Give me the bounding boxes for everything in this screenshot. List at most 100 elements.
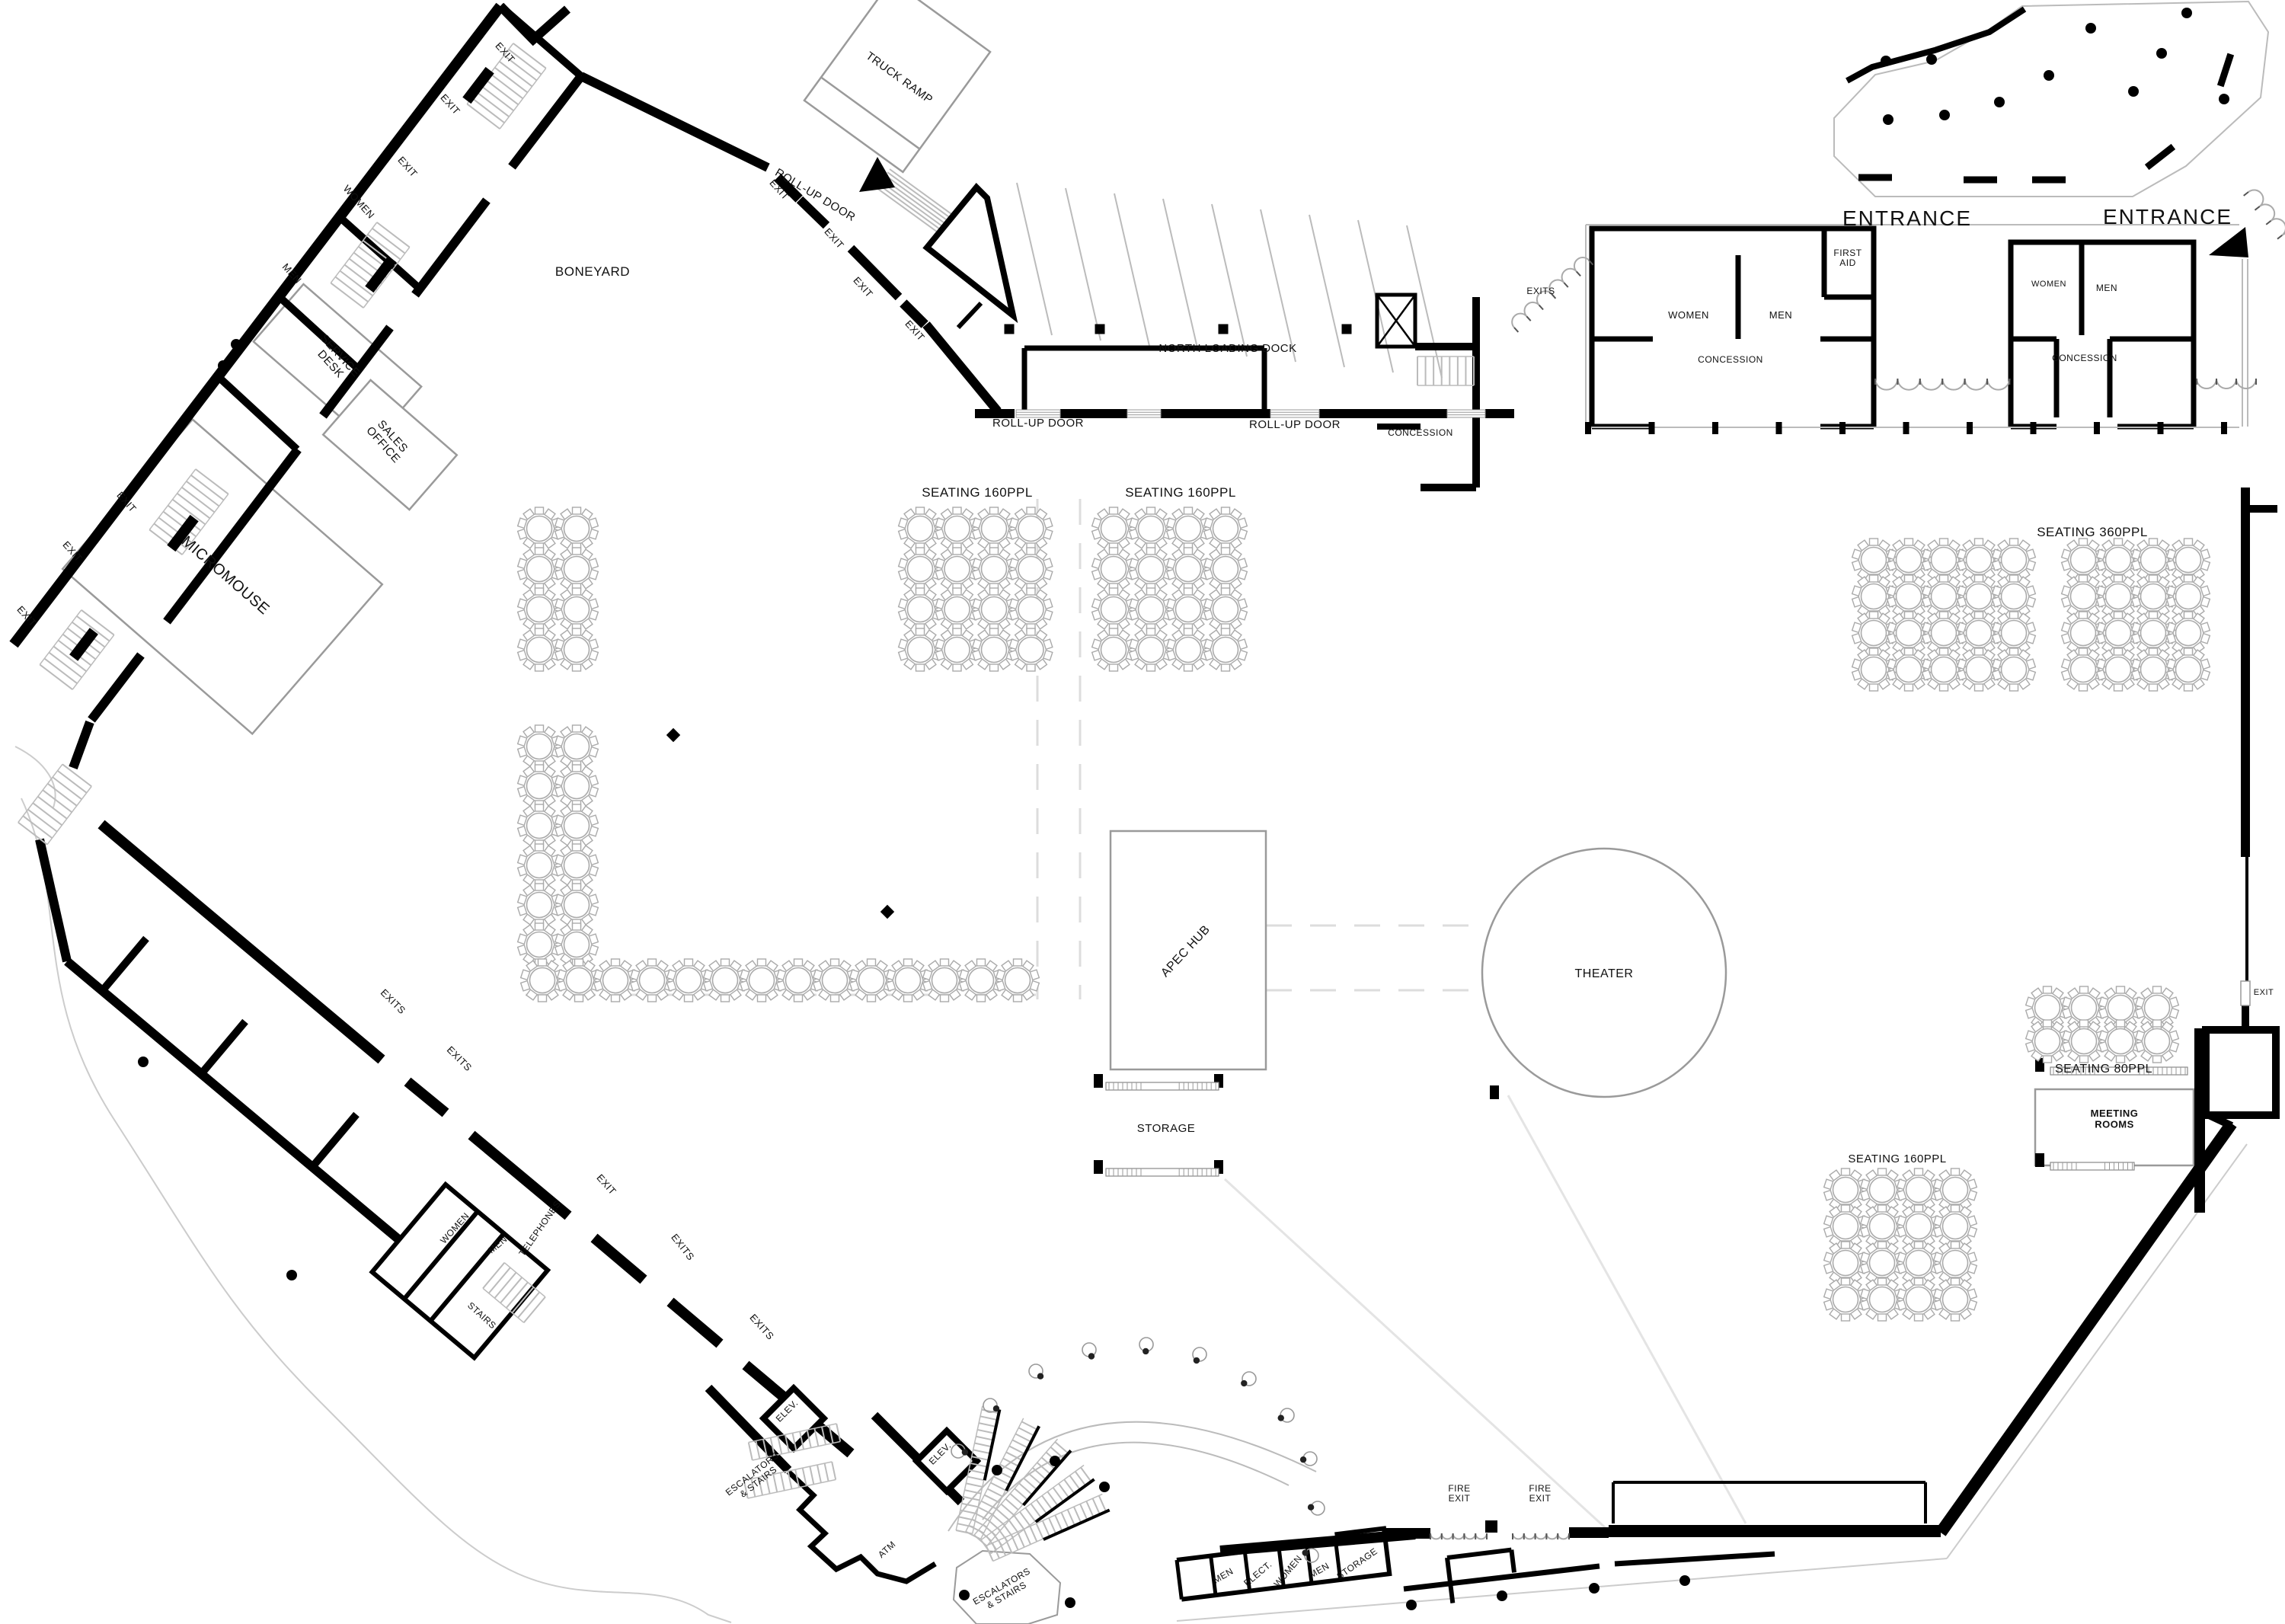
operable-partition [1105,1082,1219,1091]
banquet-table [516,724,562,769]
banquet-table [2165,647,2211,692]
column-dots [138,8,2229,1610]
stair-hatch [18,763,92,846]
atrium-colonnade [951,1337,1325,1563]
door-arc-row [1430,1533,1488,1540]
door-leaf [69,628,98,661]
banquet-table [2098,1019,2143,1063]
label-boneyard: BONEYARD [555,264,630,279]
column-dot [959,1590,970,1600]
operable-partitions [1105,1066,2188,1177]
column-dot [1050,1456,1060,1466]
label-exit-tl-3: EXIT [395,154,420,179]
label-entrance-2: ENTRANCE [2103,205,2232,229]
banquet-table [935,507,980,551]
column-dot [1497,1590,1507,1601]
banquet-table [1203,587,1248,631]
banquet-table [958,958,1004,1002]
door-leaf [1485,1520,1497,1533]
colonnade-glyph [1299,1451,1318,1466]
rollup-door-strip [1446,409,1486,418]
label-rollup-door-2: ROLL-UP DOOR [1249,418,1341,431]
rollup-door-strip [1127,409,1162,418]
door-arc-row [1512,1533,1570,1540]
banquet-table [554,628,599,672]
banquet-table [2061,1019,2107,1063]
label-exit-ramp-3: EXIT [851,274,875,299]
column-dot [218,360,228,371]
door-leaf [1839,422,1846,434]
seating-160-a-grid [897,507,1053,672]
door-leaf [2216,53,2235,88]
door-leaf [1903,422,1909,434]
room-labels: EXITEXITEXITWOMENMENEXITEXITEXITBONEYARD… [14,40,2273,1616]
banquet-table [1896,1277,1941,1322]
banquet-table [971,628,1017,672]
column-dot [2044,70,2054,81]
banquet-table [516,547,562,591]
banquet-table [2060,611,2106,655]
banquet-table [897,628,943,672]
hall-division-diagonals [1223,1095,1747,1530]
column-dot [992,1465,1002,1475]
label-seating-160-c: SEATING 160PPL [1848,1152,1946,1165]
colonnade-glyph [951,1443,969,1459]
banquet-table [812,958,858,1002]
label-women-lobby-2: WOMEN [2031,280,2066,289]
banquet-table [554,547,599,591]
column-dot [1065,1597,1075,1608]
banquet-table [556,958,602,1002]
banquet-table [1932,1277,1978,1322]
column-dot [1679,1575,1690,1586]
banquet-table [1991,574,2037,619]
banquet-table [516,587,562,631]
label-seating-160-a: SEATING 160PPL [922,485,1033,500]
escalator-fan [955,1405,1111,1562]
banquet-table [1008,547,1053,591]
door-leaf [1967,422,1973,434]
banquet-table [922,958,967,1002]
door-leaf [2030,422,2037,434]
door-leaf [1858,174,1892,181]
label-women-lobby-1: WOMEN [1668,309,1709,321]
banquet-table [739,958,785,1002]
banquet-table [848,958,894,1002]
banquet-table [666,958,711,1002]
door-leaf [365,255,397,293]
truck-ramp-lanes [875,168,983,256]
door-leaf [462,66,494,104]
door-leaf [1094,1074,1103,1088]
banquet-table [1886,647,1932,692]
room-apec-hub [1109,830,1267,1071]
door-leaf [2221,422,2227,434]
operable-partition [2050,1066,2188,1076]
label-escalators-stairs-2: ESCALATORS& STAIRS [971,1565,1037,1616]
door-leaf [1004,324,1015,334]
door-leaf [1585,422,1591,434]
banquet-table [2165,611,2211,655]
banquet-table [1203,547,1248,591]
rooms-thin-outline [61,0,2195,1167]
column-dot [138,1057,149,1067]
banquet-table [1128,628,1174,672]
banquet-table [2025,1019,2070,1063]
column-dot [1406,1600,1417,1610]
seating-80-grid [2025,986,2180,1063]
seating-160-b-grid [1091,507,1248,672]
label-entrance-1: ENTRANCE [1842,206,1972,230]
label-storage-hall: STORAGE [1137,1122,1196,1135]
banquet-table [554,724,599,769]
dock-office-walls [1021,345,1267,411]
boneyard-tables-lower [516,724,599,967]
banquet-table [775,958,821,1002]
seating-160-c-grid [1823,1168,1978,1322]
label-atm: ATM [876,1539,898,1560]
colonnade-glyph [1241,1371,1257,1387]
door-leaf [1490,1085,1499,1099]
banquet-table [516,883,562,927]
ramp-wedge [859,157,895,192]
label-concession-lobby-1: CONCESSION [1698,354,1763,365]
door-arc-row [2248,189,2285,236]
